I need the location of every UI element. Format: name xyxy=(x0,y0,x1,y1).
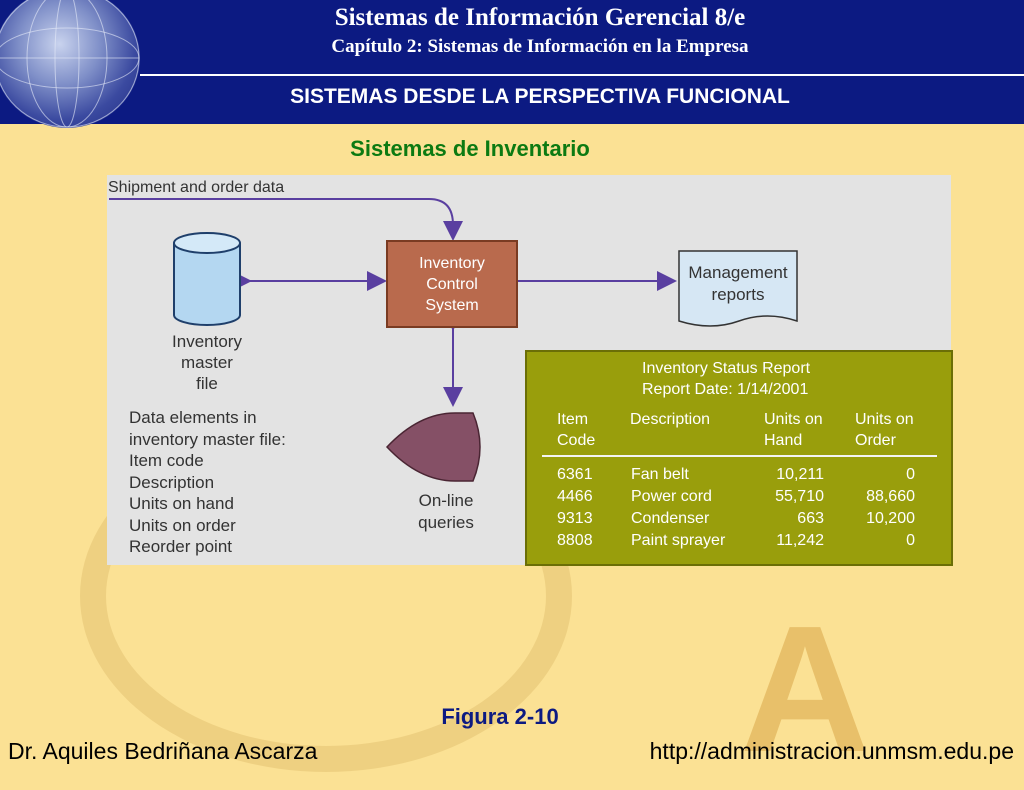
display-icon xyxy=(385,412,481,482)
globe-grid-lines xyxy=(0,0,140,128)
online-queries-label: On-line queries xyxy=(418,491,474,532)
watermark-letter: A xyxy=(740,589,870,790)
chapter-subtitle: Capítulo 2: Sistemas de Información en l… xyxy=(331,36,749,57)
list-item: Reorder point xyxy=(129,537,233,556)
list-item: Description xyxy=(129,472,215,492)
management-reports-label: Management reports xyxy=(688,263,788,304)
column-header-item-code: Item Code xyxy=(557,411,596,449)
section-title: SISTEMAS DESDE LA PERSPECTIVA FUNCIONAL xyxy=(290,85,790,108)
list-item: Item code xyxy=(129,451,204,470)
footer-url[interactable]: http://administracion.unmsm.edu.pe xyxy=(649,738,1014,764)
diagram-title: Sistemas de Inventario xyxy=(350,136,590,161)
globe-icon xyxy=(0,0,140,128)
presentation-title: Sistemas de Información Gerencial 8/e xyxy=(334,4,746,31)
table-row: 6361 Fan belt 10,211 0 xyxy=(557,466,915,483)
shipment-arrow xyxy=(109,198,463,241)
document-icon xyxy=(678,250,798,327)
report-divider xyxy=(542,455,937,457)
table-row: 8808 Paint sprayer 11,242 0 xyxy=(557,532,915,549)
database-icon xyxy=(173,232,241,326)
figure-caption: Figura 2-10 xyxy=(441,704,559,729)
inventory-status-report: Inventory Status Report Report Date: 1/1… xyxy=(525,350,953,566)
master-file-label: Inventory master file xyxy=(172,332,242,393)
column-header-description: Description xyxy=(630,411,711,428)
list-item: Units on hand xyxy=(129,494,234,513)
slide-header: Sistemas de Información Gerencial 8/e Ca… xyxy=(0,0,1024,128)
data-elements-list: Data elements in inventory master file: … xyxy=(129,408,286,556)
report-title: Inventory Status Report xyxy=(642,360,811,377)
header-divider xyxy=(140,74,1024,76)
column-header-units-on-order: Units on Order xyxy=(855,411,914,449)
table-row: 9313 Condenser 663 10,200 xyxy=(557,510,915,527)
author-name: Dr. Aquiles Bedriñana Ascarza xyxy=(8,738,318,764)
inventory-control-system-box: Inventory Control System xyxy=(386,240,518,328)
table-row: 4466 Power cord 55,710 88,660 xyxy=(557,488,915,505)
column-header-units-on-hand: Units on Hand xyxy=(764,411,823,449)
diagram-connectors xyxy=(109,198,798,482)
shipment-label: Shipment and order data xyxy=(108,179,285,196)
list-item: Units on order xyxy=(129,515,236,535)
report-date: Report Date: 1/14/2001 xyxy=(642,381,809,398)
